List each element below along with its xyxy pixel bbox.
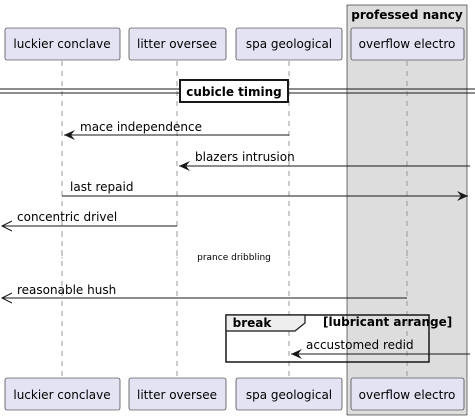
participant-label: litter oversee (137, 37, 217, 51)
message-blazers-intrusion: blazers intrusion (179, 150, 470, 171)
arrowhead (457, 191, 468, 201)
delay-prance-dribbling: prance dribbling (61, 236, 408, 278)
arrowhead (64, 130, 75, 140)
message-last-repaid: last repaid (62, 180, 468, 201)
message-accustomed-redid: accustomed redid (291, 338, 470, 359)
arrowhead (291, 349, 302, 359)
participant-overflow-electro-top[interactable]: overflow electro (350, 27, 465, 61)
participant-overflow-electro-bottom[interactable]: overflow electro (350, 377, 465, 411)
participant-litter-oversee-bottom[interactable]: litter oversee (128, 377, 227, 411)
message-concentric-drivel: concentric drivel (0, 210, 177, 232)
message-label: mace independence (80, 120, 202, 134)
participant-spa-geological-top[interactable]: spa geological (235, 27, 343, 61)
message-label: blazers intrusion (195, 150, 295, 164)
message-label: last repaid (70, 180, 133, 194)
participant-luckier-conclave-bottom[interactable]: luckier conclave (4, 377, 121, 411)
divider-label: cubicle timing (186, 85, 282, 99)
participant-label: overflow electro (359, 37, 456, 51)
fragment-break: break [lubricant arrange] (225, 314, 452, 363)
participant-label: spa geological (246, 388, 332, 402)
fragment-guard: [lubricant arrange] (323, 315, 452, 329)
participant-spa-geological-bottom[interactable]: spa geological (235, 377, 343, 411)
participant-litter-oversee-top[interactable]: litter oversee (128, 27, 227, 61)
message-label: reasonable hush (17, 283, 116, 297)
arrowhead (0, 220, 13, 232)
arrowhead (0, 292, 13, 304)
message-reasonable-hush: reasonable hush (0, 283, 407, 304)
group-title: professed nancy (351, 8, 463, 22)
participant-label: litter oversee (137, 388, 217, 402)
message-mace-independence: mace independence (64, 120, 289, 140)
participant-label: luckier conclave (13, 37, 110, 51)
participant-label: luckier conclave (13, 388, 110, 402)
divider-cubicle-timing: cubicle timing (0, 79, 475, 103)
participant-label: overflow electro (359, 388, 456, 402)
participant-luckier-conclave-top[interactable]: luckier conclave (4, 27, 121, 61)
participant-label: spa geological (246, 37, 332, 51)
message-label: accustomed redid (306, 338, 414, 352)
fragment-keyword: break (233, 316, 273, 330)
arrowhead (179, 161, 190, 171)
delay-label: prance dribbling (197, 253, 271, 263)
message-label: concentric drivel (17, 210, 117, 224)
